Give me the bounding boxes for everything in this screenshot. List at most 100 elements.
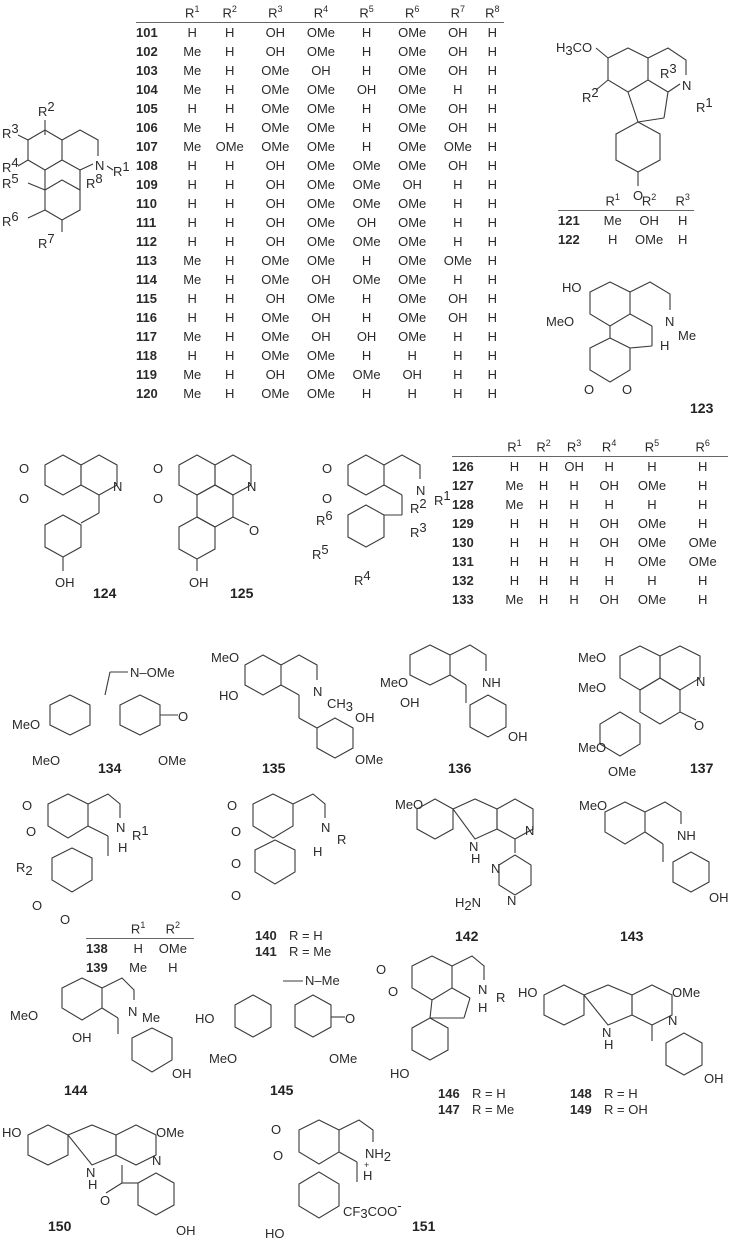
substituent-cell: H	[361, 291, 372, 307]
substituent-cell: OH	[356, 329, 377, 345]
substituent-cell: OMe	[398, 44, 427, 60]
substituent-cell: OMe	[306, 101, 336, 117]
svg-text:O: O	[694, 718, 704, 733]
svg-text:O: O	[388, 984, 398, 999]
substituent-cell: H	[487, 253, 497, 269]
substituent-cell: H	[604, 497, 614, 513]
svg-text:O: O	[622, 382, 632, 397]
substituent-cell: Me	[505, 478, 524, 494]
svg-text:OMe: OMe	[158, 753, 186, 768]
svg-text:R5: R5	[312, 542, 329, 562]
substituent-cell: Me	[183, 253, 202, 269]
substituent-cell: OMe	[261, 101, 290, 117]
substituent-cell: OMe	[688, 535, 717, 551]
col-r7: R7	[435, 4, 481, 24]
svg-text:N: N	[313, 684, 322, 699]
substituent-cell: H	[224, 386, 235, 402]
substituent-cell: OMe	[398, 291, 427, 307]
substituent-cell: OH	[448, 158, 468, 174]
svg-text:R4: R4	[354, 568, 371, 588]
substituent-cell: OMe	[398, 234, 427, 250]
substituent-cell: H	[453, 367, 463, 383]
compound-id: 126	[452, 459, 474, 475]
substituent-cell: H	[361, 63, 372, 79]
svg-text:OH: OH	[189, 575, 209, 590]
substituent-cell: H	[453, 348, 463, 364]
svg-text:OMe: OMe	[329, 1051, 357, 1066]
substituent-cell: OMe	[398, 82, 427, 98]
svg-text:O: O	[322, 461, 332, 476]
substituent-cell: OMe	[352, 272, 381, 288]
substituent-cell: OMe	[306, 177, 336, 193]
svg-text:O: O	[376, 962, 386, 977]
substituent-cell: Me	[505, 497, 524, 513]
col-r3: R3	[252, 4, 299, 24]
svg-text:MeO: MeO	[32, 753, 60, 768]
substituent-cell: OMe	[306, 348, 336, 364]
svg-text:OH: OH	[709, 890, 729, 905]
substituent-cell: OH	[402, 367, 422, 383]
substituent-cell: OMe	[398, 215, 427, 231]
substituent-cell: OMe	[261, 120, 290, 136]
substituent-cell: OMe	[261, 63, 290, 79]
compound-id: 109	[136, 177, 158, 193]
svg-text:H: H	[478, 1000, 487, 1015]
svg-text:O: O	[178, 709, 188, 724]
substituent-cell: OMe	[398, 253, 427, 269]
compound-label-137: 137	[690, 760, 714, 776]
substituent-cell: OMe	[352, 158, 381, 174]
substituent-cell: H	[224, 44, 235, 60]
svg-text:N: N	[696, 674, 705, 689]
svg-text:O: O	[231, 888, 241, 903]
svg-text:HO: HO	[562, 280, 582, 295]
compound-id: 120	[136, 386, 158, 402]
substituent-cell: H	[224, 367, 235, 383]
substituent-cell: Me	[183, 120, 202, 136]
substituent-cell: OH	[599, 516, 619, 532]
substituent-cell: H	[487, 44, 497, 60]
substituent-cell: H	[224, 348, 235, 364]
substituent-cell: OH	[448, 63, 468, 79]
substituent-cell: H	[538, 478, 549, 494]
substituent-cell: OMe	[306, 196, 336, 212]
substituent-cell: H	[453, 82, 463, 98]
compound-id: 110	[136, 196, 157, 212]
svg-text:CF3COO-: CF3COO-	[343, 1198, 402, 1221]
substituent-cell: H	[538, 554, 549, 570]
compound-id: 117	[136, 329, 157, 345]
svg-text:O: O	[249, 523, 259, 538]
substituent-cell: OMe	[261, 139, 290, 155]
substituent-cell: OMe	[306, 253, 336, 269]
svg-text:NH2: NH2	[365, 1146, 391, 1164]
svg-text:N: N	[321, 820, 330, 835]
substituent-cell: H	[487, 348, 497, 364]
compound-id: 108	[136, 158, 158, 174]
substituent-cell: H	[487, 272, 497, 288]
substituent-cell: H	[224, 158, 235, 174]
svg-text:N: N	[602, 1025, 611, 1040]
svg-text:OH: OH	[172, 1066, 192, 1081]
substituent-cell: OMe	[306, 158, 336, 174]
svg-text:O: O	[227, 798, 237, 813]
svg-text:O: O	[231, 824, 241, 839]
compound-label-136: 136	[448, 760, 472, 776]
substituent-cell: OMe	[261, 386, 290, 402]
svg-text:OH: OH	[55, 575, 75, 590]
substituent-cell: OH	[265, 367, 286, 383]
compound-id: 121	[558, 213, 580, 229]
svg-text:N: N	[247, 479, 256, 494]
substituent-cell: OMe	[306, 215, 336, 231]
svg-text:OH: OH	[72, 1030, 92, 1045]
svg-text:O: O	[19, 461, 29, 476]
svg-text:O: O	[322, 491, 332, 506]
compound-id: 119	[136, 367, 157, 383]
